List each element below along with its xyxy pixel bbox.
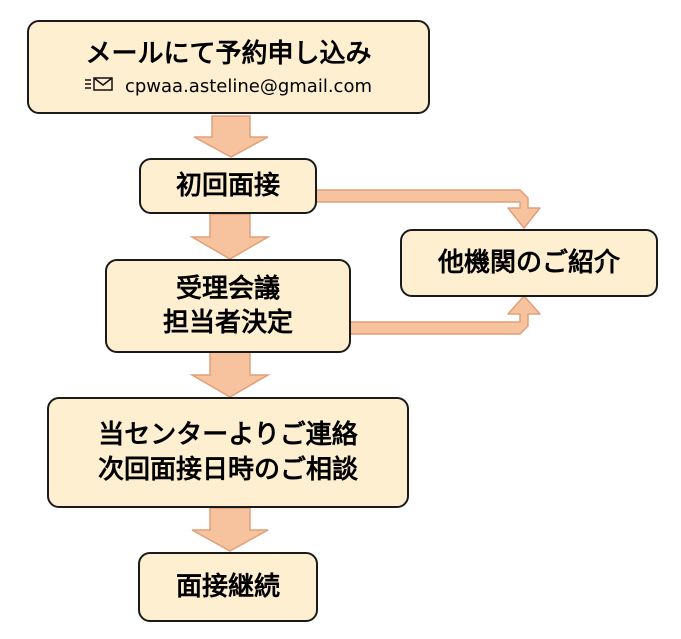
step-contact-line1: 当センターよりご連絡: [98, 420, 358, 451]
down-arrow-2: [189, 213, 271, 260]
bent-arrow-to-referral-1-shape: [315, 189, 541, 229]
step-intake-line2: 担当者決定: [162, 308, 293, 338]
envelope-icon: [84, 76, 113, 97]
email-row: cpwaa.asteline@gmail.com: [84, 75, 372, 97]
step-referral-box: 他機関のご紹介: [400, 229, 658, 297]
step-apply-title: メールにて予約申し込み: [85, 39, 372, 70]
step-first-interview-box: 初回面接: [139, 158, 317, 214]
email-address: cpwaa.asteline@gmail.com: [124, 75, 372, 97]
step-referral-title: 他機関のご紹介: [437, 247, 620, 278]
step-contact-line2: 次回面接日時のご相談: [97, 454, 358, 485]
step-intake-meeting-box: 受理会議 担当者決定: [105, 259, 351, 353]
down-arrow-1: [193, 115, 269, 158]
bent-arrow-to-referral-2-shape: [349, 295, 541, 335]
step-intake-line1: 受理会議: [175, 273, 280, 304]
step-contact-box: 当センターよりご連絡 次回面接日時のご相談: [47, 397, 409, 508]
step-continue-title: 面接継続: [175, 571, 280, 602]
down-arrow-3: [189, 351, 271, 398]
down-arrow-4: [191, 507, 269, 552]
step-apply-box: メールにて予約申し込み cpwaa.asteline@gmail.com: [27, 20, 430, 114]
step-continue-box: 面接継続: [138, 552, 318, 622]
step-first-interview-title: 初回面接: [175, 170, 280, 201]
